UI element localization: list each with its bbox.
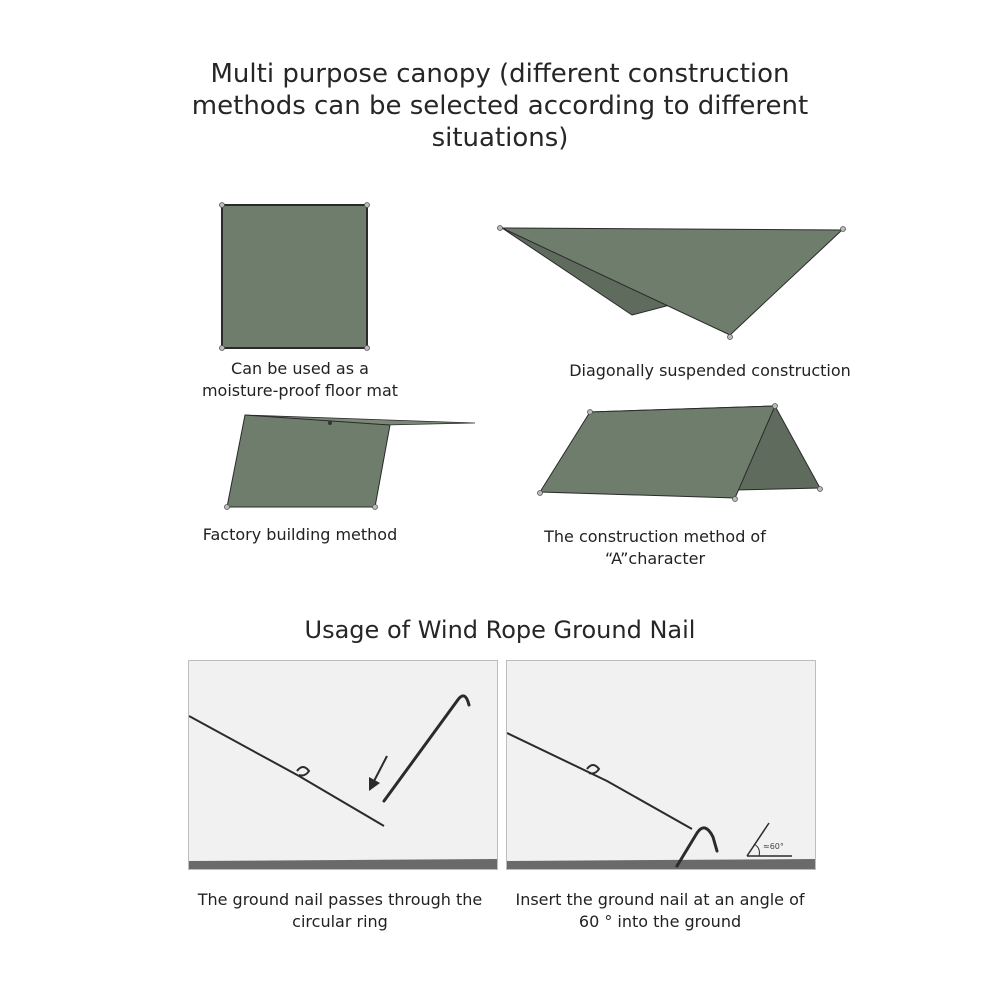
- a-frame-illustration: [537, 403, 823, 502]
- diagonal-suspension-illustration: [497, 225, 846, 340]
- ring-pass-illustration: [189, 694, 497, 869]
- diagonal-suspension-caption: Diagonally suspended construction: [569, 361, 851, 380]
- floor-mat-caption: Can be used as a moisture-proof floor ma…: [201, 359, 399, 400]
- usage-title: Usage of Wind Rope Ground Nail: [304, 616, 696, 644]
- factory-building-illustration: [224, 414, 476, 510]
- page-title: Multi purpose canopy (different construc…: [191, 59, 809, 153]
- down-arrow-icon: [372, 755, 388, 784]
- factory-building-caption: Factory building method: [202, 525, 398, 544]
- a-frame-caption: The construction method of “A”character: [544, 527, 766, 568]
- usage-panel-ring: [188, 660, 498, 870]
- angle-insert-caption: Insert the ground nail at an angle of 60…: [515, 890, 805, 931]
- angle-label: ≈60°: [763, 842, 784, 851]
- usage-panel-angle: ≈60°: [506, 660, 816, 870]
- angle-icon: [746, 822, 770, 857]
- floor-mat-illustration: [219, 202, 370, 351]
- ring-pass-caption: The ground nail passes through the circu…: [197, 890, 483, 931]
- angle-insert-illustration: ≈60°: [507, 732, 815, 869]
